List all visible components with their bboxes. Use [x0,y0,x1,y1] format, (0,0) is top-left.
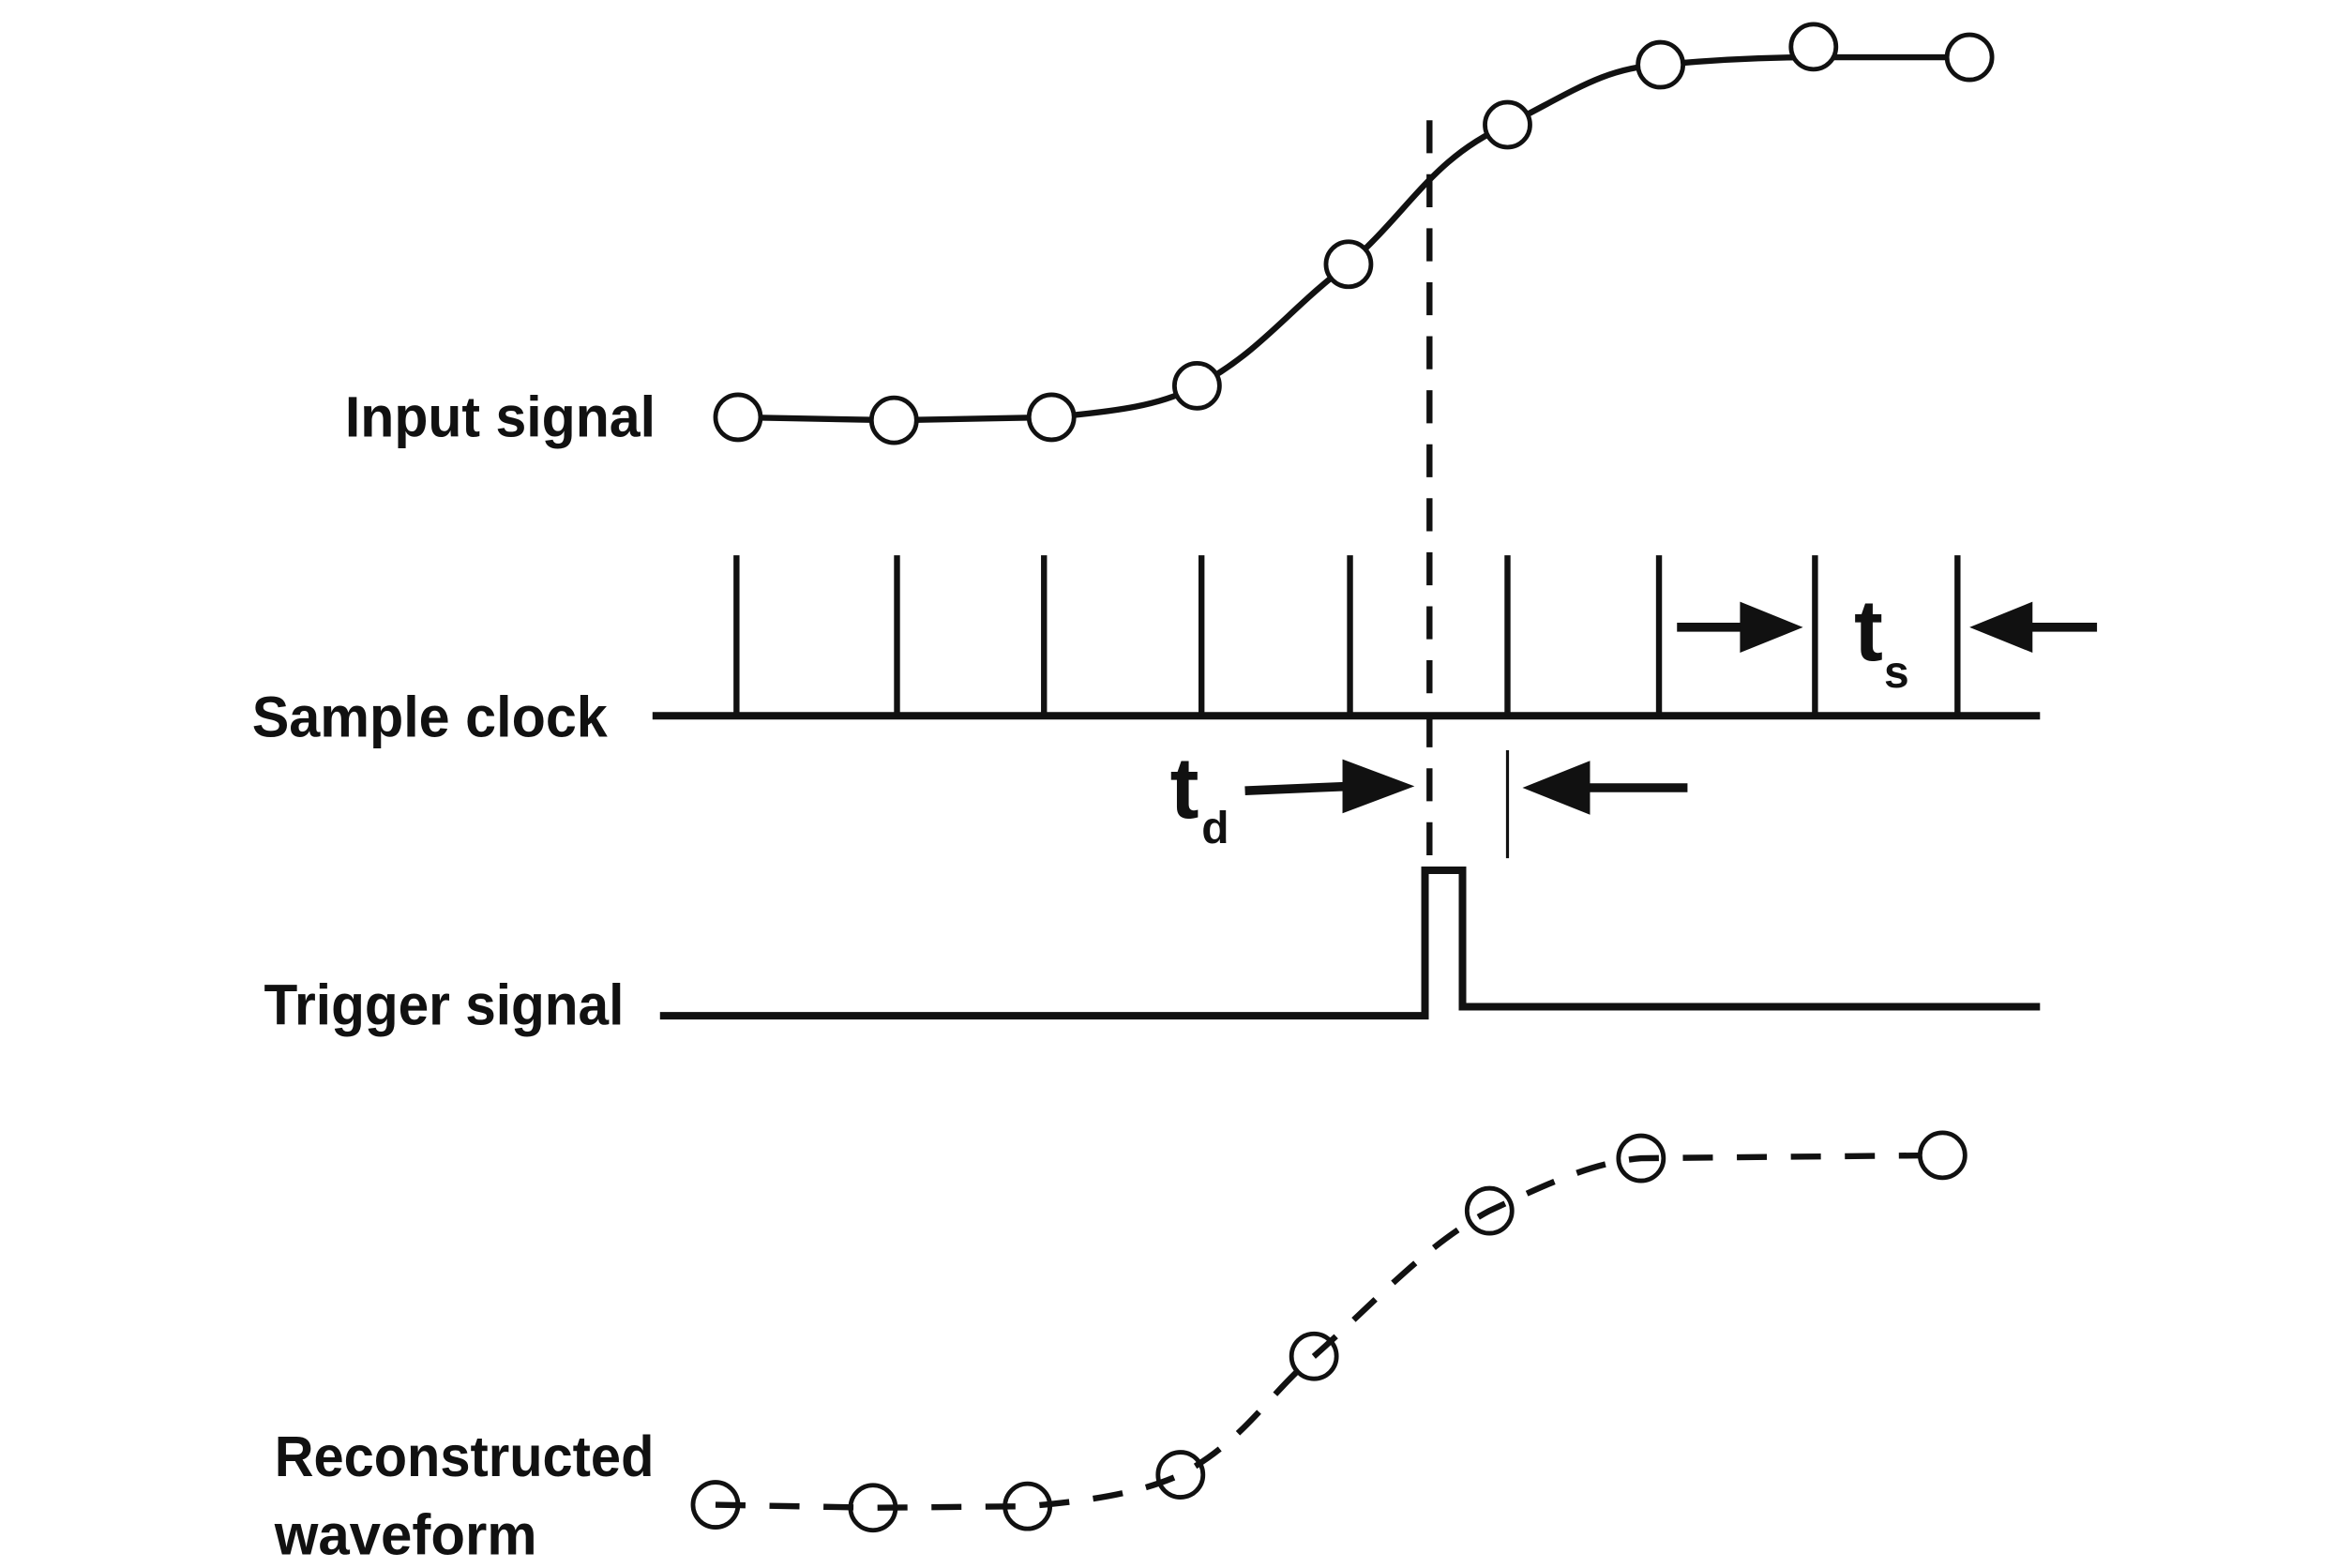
reconstructed-point [1003,1481,1053,1531]
reconstructed-point [1616,1133,1666,1184]
sample-point [1026,392,1077,443]
sample-point [868,395,919,445]
label-reconstructed: Reconstructed [275,1425,655,1488]
td-symbol: t [1170,739,1199,837]
reconstructed-point [690,1480,741,1530]
ts-arrow-left-icon [1969,601,2033,654]
td-arrow-left-icon [1522,761,1591,815]
reconstructed-point [1155,1450,1206,1500]
label-trigger-signal: Trigger signal [264,973,625,1037]
sample-point [1636,39,1686,90]
label-waveform: waveform [274,1502,537,1566]
sample-point [1172,360,1222,411]
input-signal-curve [737,53,1970,424]
trigger-signal-pulse [659,866,2041,1020]
reconstructed-point [1289,1331,1339,1381]
reconstructed-point [848,1483,898,1533]
td-arrow-right-shaft [1244,781,1350,795]
reconstructed-point [1917,1130,1968,1181]
sample-point [1944,32,1995,83]
input-sample-points [713,22,1995,445]
reconstructed-points [690,1130,1968,1533]
td-subscript: d [1201,804,1229,853]
sample-point [1483,99,1532,150]
reconstructed-waveform-curve [715,1152,1943,1511]
ts-annotation: t s [1677,581,2098,698]
label-input-signal: Input signal [345,385,656,449]
ts-symbol: t [1854,581,1883,679]
reconstructed-point [1464,1185,1515,1236]
td-annotation: t d [1170,739,1688,859]
ts-arrow-right-icon [1740,601,1803,654]
ts-subscript: s [1884,648,1909,698]
sample-point [713,392,763,443]
sample-point [1323,239,1374,290]
sample-clock [652,555,2041,720]
td-arrow-right-icon [1342,759,1415,814]
label-sample-clock: Sample clock [252,686,608,749]
sample-point [1788,22,1839,72]
